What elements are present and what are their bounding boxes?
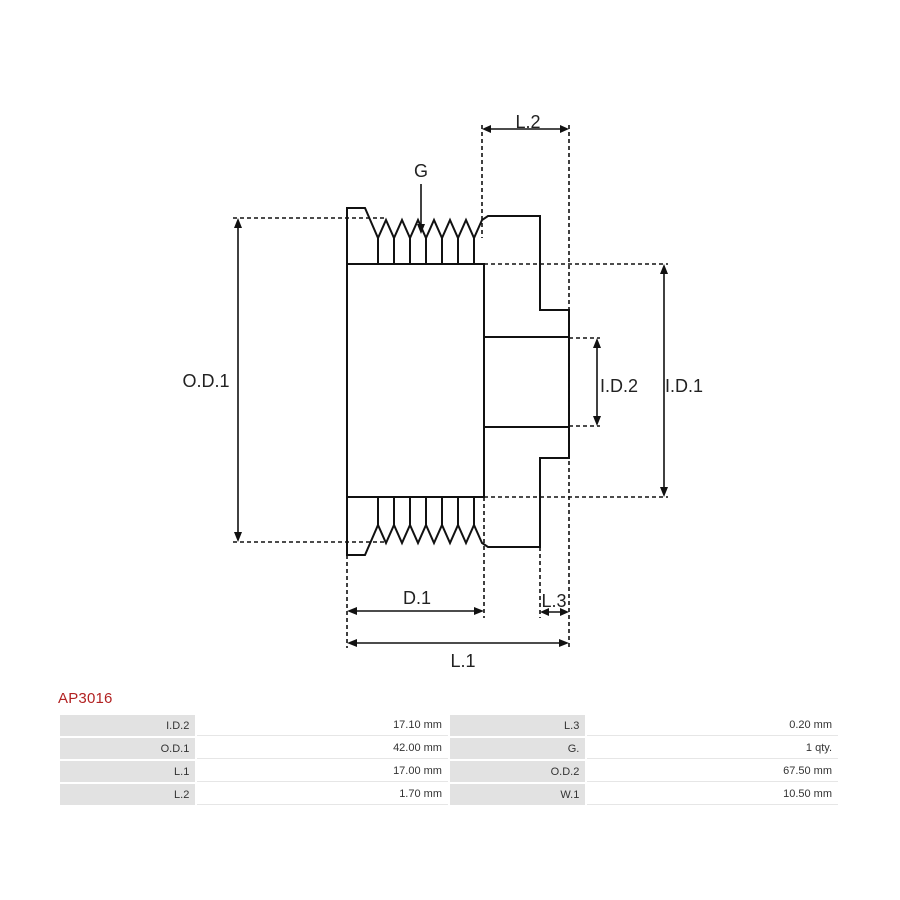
spec-table: I.D.2 17.10 mm L.3 0.20 mm O.D.1 42.00 m… xyxy=(58,713,840,807)
spec-value: 0.20 mm xyxy=(587,715,838,736)
spec-label: O.D.1 xyxy=(60,738,196,759)
spec-value: 42.00 mm xyxy=(197,738,448,759)
extension-lines xyxy=(233,125,668,648)
table-row: L.2 1.70 mm W.1 10.50 mm xyxy=(60,784,838,805)
label-id1: I.D.1 xyxy=(665,376,703,396)
groove-ribs-lower xyxy=(377,497,475,525)
spec-value: 1.70 mm xyxy=(197,784,448,805)
table-row: L.1 17.00 mm O.D.2 67.50 mm xyxy=(60,761,838,782)
label-od1: O.D.1 xyxy=(182,371,229,391)
label-d1: D.1 xyxy=(403,588,431,608)
label-l2: L.2 xyxy=(515,112,540,132)
table-row: I.D.2 17.10 mm L.3 0.20 mm xyxy=(60,715,838,736)
spec-label: L.3 xyxy=(449,715,586,736)
pulley-lower-profile xyxy=(346,427,570,556)
label-id2: I.D.2 xyxy=(600,376,638,396)
table-row: O.D.1 42.00 mm G. 1 qty. xyxy=(60,738,838,759)
spec-label: L.2 xyxy=(60,784,196,805)
spec-value: 17.10 mm xyxy=(197,715,448,736)
spec-label: G. xyxy=(449,738,586,759)
spec-value: 17.00 mm xyxy=(197,761,448,782)
spec-label: L.1 xyxy=(60,761,196,782)
spec-label: I.D.2 xyxy=(60,715,196,736)
groove-ribs-upper xyxy=(377,238,475,264)
label-g: G xyxy=(414,161,428,181)
spec-value: 10.50 mm xyxy=(587,784,838,805)
spec-label: O.D.2 xyxy=(449,761,586,782)
label-l1: L.1 xyxy=(450,651,475,671)
pulley-bore xyxy=(484,336,570,428)
pulley-upper-profile xyxy=(346,207,570,337)
pulley-outline xyxy=(346,207,570,556)
dimension-lines xyxy=(234,125,668,647)
pulley-technical-drawing: L.2 G O.D.1 I.D.2 I.D.1 D.1 L.3 L.1 xyxy=(182,112,703,671)
product-code: AP3016 xyxy=(58,690,113,707)
pulley-body xyxy=(346,263,485,498)
spec-value: 1 qty. xyxy=(587,738,838,759)
spec-label: W.1 xyxy=(449,784,586,805)
label-l3: L.3 xyxy=(541,591,566,611)
spec-value: 67.50 mm xyxy=(587,761,838,782)
dimension-labels: L.2 G O.D.1 I.D.2 I.D.1 D.1 L.3 L.1 xyxy=(182,112,703,671)
